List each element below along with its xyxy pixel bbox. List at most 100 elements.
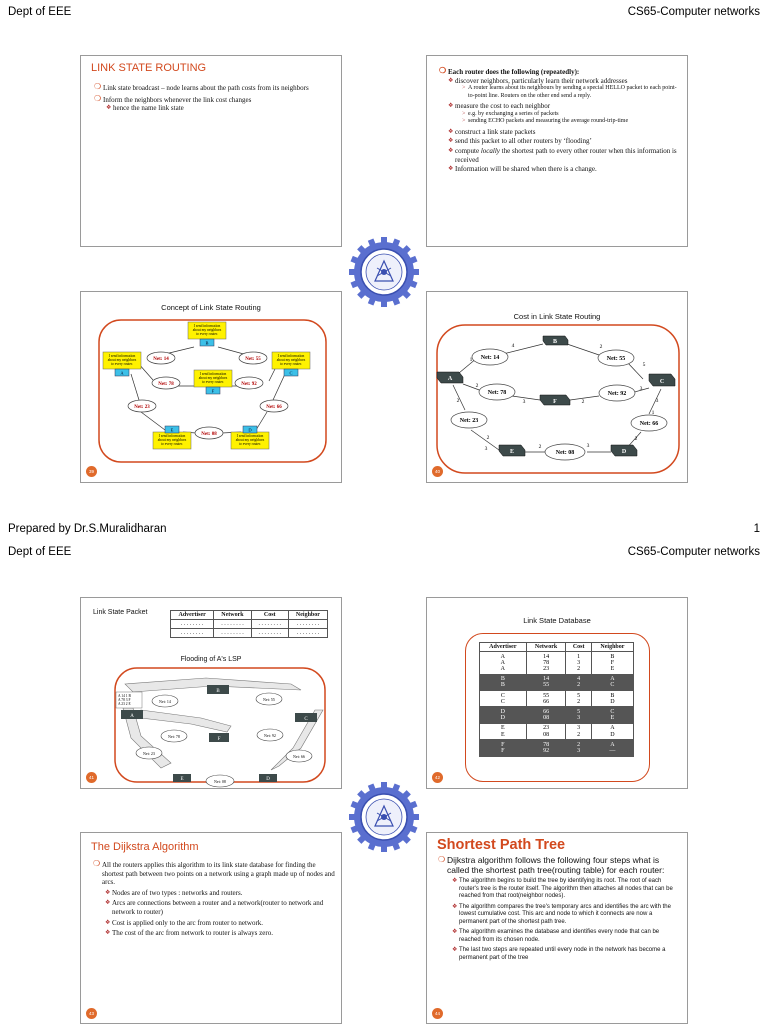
svg-text:I send information: I send information (194, 324, 221, 328)
slide-number: 40 (432, 466, 443, 477)
svg-text:3: 3 (640, 386, 643, 392)
bullet-2: ❍Inform the neighbors whenever the link … (94, 93, 252, 104)
slide-number: 43 (86, 1008, 97, 1019)
net-label: Net: 66 (640, 421, 659, 427)
router-label: C (304, 717, 308, 722)
svg-text:to every router.: to every router. (202, 380, 224, 384)
page1-footer-right: 1 (753, 523, 760, 535)
router-label: A (130, 714, 134, 719)
svg-text:1: 1 (470, 357, 473, 363)
college-emblem-icon (349, 237, 419, 307)
page2-header-left: Dept of EEE (8, 546, 72, 558)
svg-text:3: 3 (587, 443, 590, 449)
item-discover: ❖discover neighbors, particularly learn … (448, 76, 628, 85)
item-measure-a: >e.g. by exchanging a series of packets (462, 110, 559, 117)
item-send: ❖send this packet to all other routers b… (448, 137, 592, 146)
svg-text:to every router.: to every router. (161, 442, 183, 446)
page2-header-right: CS65-Computer networks (627, 546, 760, 558)
net-label: Net: 78 (168, 734, 180, 739)
svg-text:I send information: I send information (200, 372, 227, 376)
router-label: B (216, 689, 220, 694)
svg-text:A 78 3 F: A 78 3 F (118, 698, 130, 702)
net-label: Net: 14 (153, 357, 169, 362)
svg-text:to every router.: to every router. (239, 442, 261, 446)
router-label: D (266, 777, 270, 782)
net-label: Net: 55 (245, 357, 261, 362)
flooding-title: Flooding of A's LSP (180, 656, 242, 663)
slide-link-state-routing: LINK STATE ROUTING ❍Link state broadcast… (80, 55, 342, 247)
page1-footer-left: Prepared by Dr.S.Muralidharan (8, 523, 167, 535)
sub-bullet-4: ❖The cost of the arc from network to rou… (105, 929, 273, 938)
slide-number: 39 (86, 466, 97, 477)
diagram-title: Cost in Link State Routing (513, 312, 601, 321)
router-label: A (448, 376, 453, 382)
svg-text:5: 5 (643, 362, 646, 368)
router-label: C (660, 379, 664, 385)
net-label: Net: 78 (158, 382, 174, 387)
sub-bullet-1: ❖Nodes are of two types : networks and r… (105, 888, 243, 897)
net-label: Net: 55 (607, 356, 626, 362)
bullet-1: ❍Dijkstra algorithm follows the followin… (438, 855, 665, 875)
router-label: D (248, 428, 252, 433)
svg-text:about my neighbors: about my neighbors (158, 438, 187, 442)
svg-text:4: 4 (512, 343, 515, 349)
svg-text:to every router.: to every router. (111, 362, 133, 366)
router-label: F (218, 737, 221, 742)
svg-text:1: 1 (652, 410, 655, 416)
svg-text:I send information: I send information (278, 354, 305, 358)
item-measure-b: >sending ECHO packets and measuring the … (462, 118, 629, 125)
database-cell: A— (590, 739, 635, 757)
slide-number: 42 (432, 772, 443, 783)
svg-text:about my neighbors: about my neighbors (236, 438, 265, 442)
router-label: E (510, 449, 514, 455)
bullet-1: ❍All the routers applies this algorithm … (93, 859, 335, 887)
svg-text:I send information: I send information (109, 354, 136, 358)
svg-text:3: 3 (656, 398, 659, 404)
cost-diagram: Net: 14 Net: 55 Net: 78 Net: 92 Net: 23 … (436, 324, 680, 474)
slide-number: 44 (432, 1008, 443, 1019)
net-label: Net: 92 (241, 382, 257, 387)
bullet-head: ❍Each router does the following (repeate… (439, 66, 580, 76)
page1-header-left: Dept of EEE (8, 6, 72, 18)
slide-number: 41 (86, 772, 97, 783)
svg-text:2: 2 (635, 436, 638, 442)
slide-dijkstra: The Dijkstra Algorithm ❍All the routers … (80, 832, 342, 1024)
slide-title: LINK STATE ROUTING (91, 62, 207, 74)
net-label: Net: 55 (263, 697, 275, 702)
page1-header-right: CS65-Computer networks (627, 6, 760, 18)
slide-router-steps: ❍Each router does the following (repeate… (426, 55, 688, 247)
router-label: B (553, 339, 557, 345)
sub-bullet-1: ❖The algorithm begins to build the tree … (452, 878, 673, 899)
svg-text:A 23 2 E: A 23 2 E (118, 702, 131, 706)
svg-text:2: 2 (539, 444, 542, 450)
router-label: C (289, 371, 292, 376)
slide-shortest-path-tree: Shortest Path Tree ❍Dijkstra algorithm f… (426, 832, 688, 1024)
sub-bullet-4: ❖The last two steps are repeated until e… (452, 947, 666, 961)
net-label: Net: 92 (608, 391, 627, 397)
router-label: F (553, 399, 557, 405)
sub-bullet-3: ❖The algorithm examines the database and… (452, 929, 660, 943)
net-label: Net: 92 (264, 733, 276, 738)
net-label: Net: 66 (266, 405, 282, 410)
